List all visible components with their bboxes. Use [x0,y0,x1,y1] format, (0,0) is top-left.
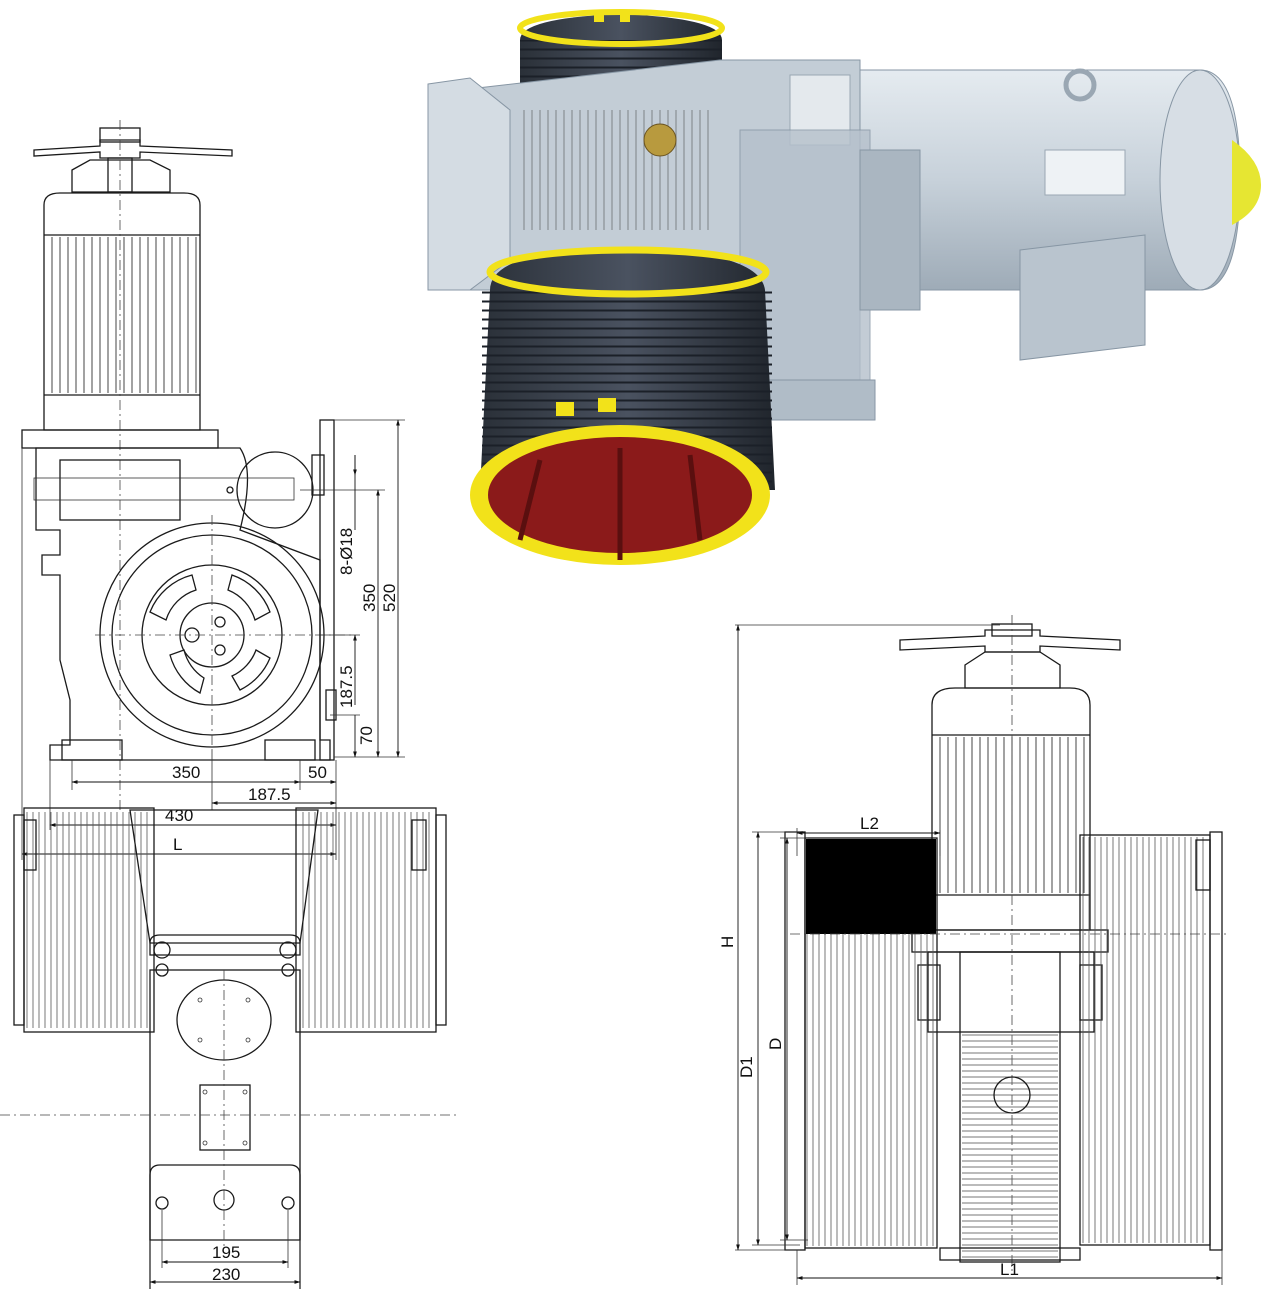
dim-width-187-5: 187.5 [248,785,291,804]
dim-width-195: 195 [212,1243,240,1262]
dim-height-350: 350 [360,584,379,612]
dim-L1: L1 [1000,1260,1019,1279]
dim-bolt-holes: 8-Ø18 [337,528,356,575]
dim-width-430: 430 [165,806,193,825]
dim-width-350: 350 [172,763,200,782]
front-view-drawing [735,615,1230,1285]
dim-width-230: 230 [212,1265,240,1284]
traction-machine-photo [427,9,1261,565]
dim-height-187-5: 187.5 [337,665,356,708]
dim-width-L: L [173,835,182,854]
dim-D1: D1 [737,1056,756,1078]
dim-height-70: 70 [357,726,376,745]
dim-L2: L2 [860,814,879,833]
dim-width-50: 50 [308,763,327,782]
dim-height-520: 520 [380,584,399,612]
dim-H: H [718,936,737,948]
dim-D: D [766,1038,785,1050]
bottom-view-drawing [0,807,460,1289]
side-view-drawing [21,120,405,810]
